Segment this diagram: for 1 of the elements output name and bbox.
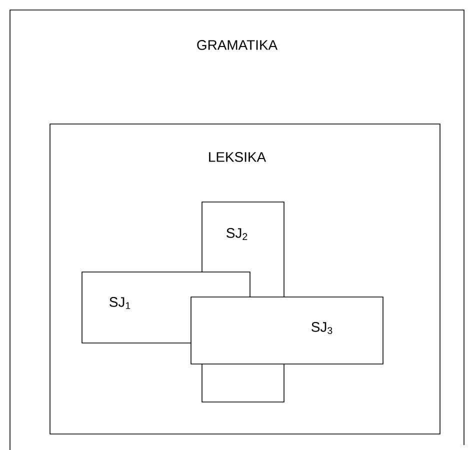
overlapping-box: SJ$_{3}$	[190, 296, 384, 364]
